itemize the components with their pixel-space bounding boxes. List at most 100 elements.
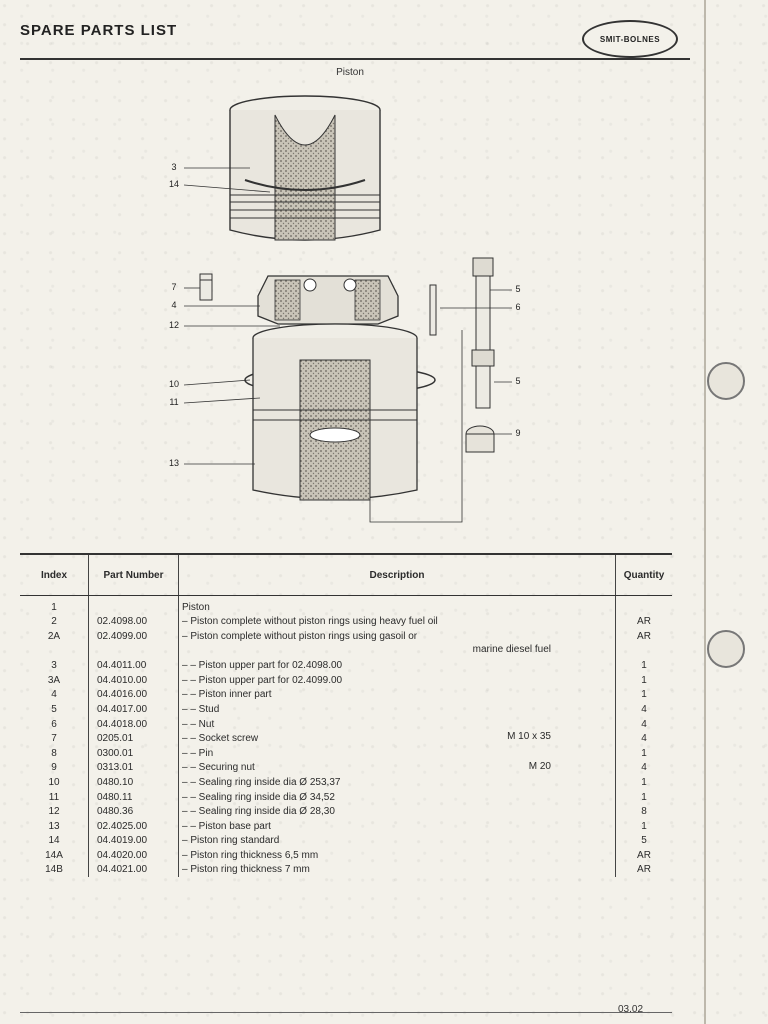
quantity-cell-text: 1 xyxy=(641,791,647,803)
logo-text: SMIT-BOLNES xyxy=(599,34,661,44)
index-cell-text: 9 xyxy=(51,762,57,774)
quantity-cell-text: AR xyxy=(637,616,651,628)
quantity-cell: AR xyxy=(615,848,672,863)
part-number-cell-text: 04.4017.00 xyxy=(97,703,148,715)
index-cell: 11 xyxy=(20,790,89,805)
part-number-cell: 0300.01 xyxy=(88,745,179,761)
table-header-row: Index Part Number Description Quantity xyxy=(20,553,672,596)
index-cell: 7 xyxy=(20,731,89,746)
description-cell-text: – – Piston upper part for 02.4099.00 xyxy=(182,674,343,686)
callout-label: 10 xyxy=(168,379,179,389)
callout-label: 11 xyxy=(169,397,179,407)
part-number-cell: 02.4025.00 xyxy=(88,818,179,834)
header-part-number: Part Number xyxy=(88,553,179,596)
part-number-cell-text: 02.4098.00 xyxy=(97,616,148,628)
table-row: 8 0300.01 – – Pin 1 xyxy=(20,745,672,761)
description-cell-text: – – Sealing ring inside dia Ø 34,52 xyxy=(182,791,335,803)
callout-label: 6 xyxy=(515,302,521,312)
callout-label: 3 xyxy=(171,162,177,172)
index-cell: 3A xyxy=(20,673,89,688)
index-cell: 6 xyxy=(20,717,89,732)
part-number-cell-text: 04.4020.00 xyxy=(97,849,148,861)
quantity-cell-text: 4 xyxy=(641,703,647,715)
callout-label: 7 xyxy=(171,282,177,292)
part-number-cell: 0480.10 xyxy=(88,775,179,790)
description-cell: – – Sealing ring inside dia Ø 34,52 xyxy=(178,789,616,805)
description-cell-text: – – Piston inner part xyxy=(182,689,272,701)
description-extra: M 20 xyxy=(528,760,551,772)
description-cell: – – Piston upper part for 02.4099.00 xyxy=(178,672,616,688)
description-cell-text: – – Pin xyxy=(182,747,214,759)
index-cell-text: 2 xyxy=(51,616,57,628)
callout-label: 14 xyxy=(168,179,179,189)
description-extra: marine diesel fuel xyxy=(472,643,551,655)
description-cell-text: – – Socket screw xyxy=(182,733,259,745)
description-extra: M 10 x 35 xyxy=(507,731,551,743)
part-number-cell: 04.4011.00 xyxy=(88,658,179,673)
quantity-cell-text: 4 xyxy=(641,762,647,774)
quantity-cell-text: 5 xyxy=(641,835,647,847)
part-number-cell-text: 04.4018.00 xyxy=(97,718,148,730)
quantity-cell-text: 1 xyxy=(641,776,647,788)
part-number-cell: 02.4099.00 xyxy=(88,629,179,644)
quantity-cell: 1 xyxy=(615,687,672,703)
index-cell-text: 14A xyxy=(45,849,63,861)
part-number-cell: 0480.36 xyxy=(88,804,179,819)
part-number-cell: 04.4018.00 xyxy=(88,716,179,732)
index-cell: 2 xyxy=(20,615,89,630)
quantity-cell: AR xyxy=(615,629,672,644)
description-cell-text: – – Securing nut xyxy=(182,762,255,774)
table-bottom-rule xyxy=(20,1012,672,1013)
index-cell: 4 xyxy=(20,688,89,703)
part-number-cell-text: 0300.01 xyxy=(97,747,134,759)
callout-label: 5 xyxy=(515,284,521,294)
description-cell: – Piston ring thickness 7 mm xyxy=(178,862,616,878)
index-cell-text: 3A xyxy=(47,674,61,686)
quantity-cell: 8 xyxy=(615,804,672,819)
index-cell: 3 xyxy=(20,658,89,673)
part-number-cell-text: 0480.36 xyxy=(97,806,134,818)
part-number-cell: 04.4019.00 xyxy=(88,833,179,849)
description-cell-text: – – Sealing ring inside dia Ø 28,30 xyxy=(182,806,335,818)
part-number-cell-text: 04.4016.00 xyxy=(97,689,148,701)
part-number-cell-text: 04.4010.00 xyxy=(97,674,148,686)
index-cell: 14B xyxy=(20,863,89,878)
description-cell-text: Piston xyxy=(182,601,210,613)
part-number-cell: 04.4010.00 xyxy=(88,672,179,688)
part-number-cell-text: 02.4025.00 xyxy=(97,820,148,832)
quantity-cell: AR xyxy=(615,862,672,878)
quantity-cell: 1 xyxy=(615,818,672,834)
company-logo: SMIT-BOLNES xyxy=(582,20,678,58)
description-cell-text: – – Sealing ring inside dia Ø 253,37 xyxy=(182,776,341,788)
quantity-cell: 5 xyxy=(615,833,672,849)
quantity-cell: 4 xyxy=(615,702,672,717)
index-cell-text: 3 xyxy=(51,660,57,672)
table-row: 3A 04.4010.00 – – Piston upper part for 02… xyxy=(20,672,672,688)
index-cell: 10 xyxy=(20,775,89,790)
part-number-cell xyxy=(88,643,179,659)
index-cell: 13 xyxy=(20,819,89,834)
description-cell-text: – – Stud xyxy=(182,703,220,715)
quantity-cell-text: 4 xyxy=(641,733,647,745)
description-cell: – – Sealing ring inside dia Ø 28,30 xyxy=(178,804,616,819)
description-cell: – Piston complete without piston rings u… xyxy=(178,629,616,644)
description-cell-text: – – Nut xyxy=(182,718,215,730)
part-number-cell-text: 0313.01 xyxy=(97,762,134,774)
index-cell: 8 xyxy=(20,746,89,761)
index-cell: 2A xyxy=(20,629,89,644)
index-cell: 14A xyxy=(20,848,89,863)
stud-assembly xyxy=(465,257,495,453)
quantity-cell-text: 1 xyxy=(641,747,647,759)
index-cell-text: 14 xyxy=(48,835,60,847)
quantity-cell-text: AR xyxy=(637,849,651,861)
piston-exploded-diagram xyxy=(183,95,512,523)
